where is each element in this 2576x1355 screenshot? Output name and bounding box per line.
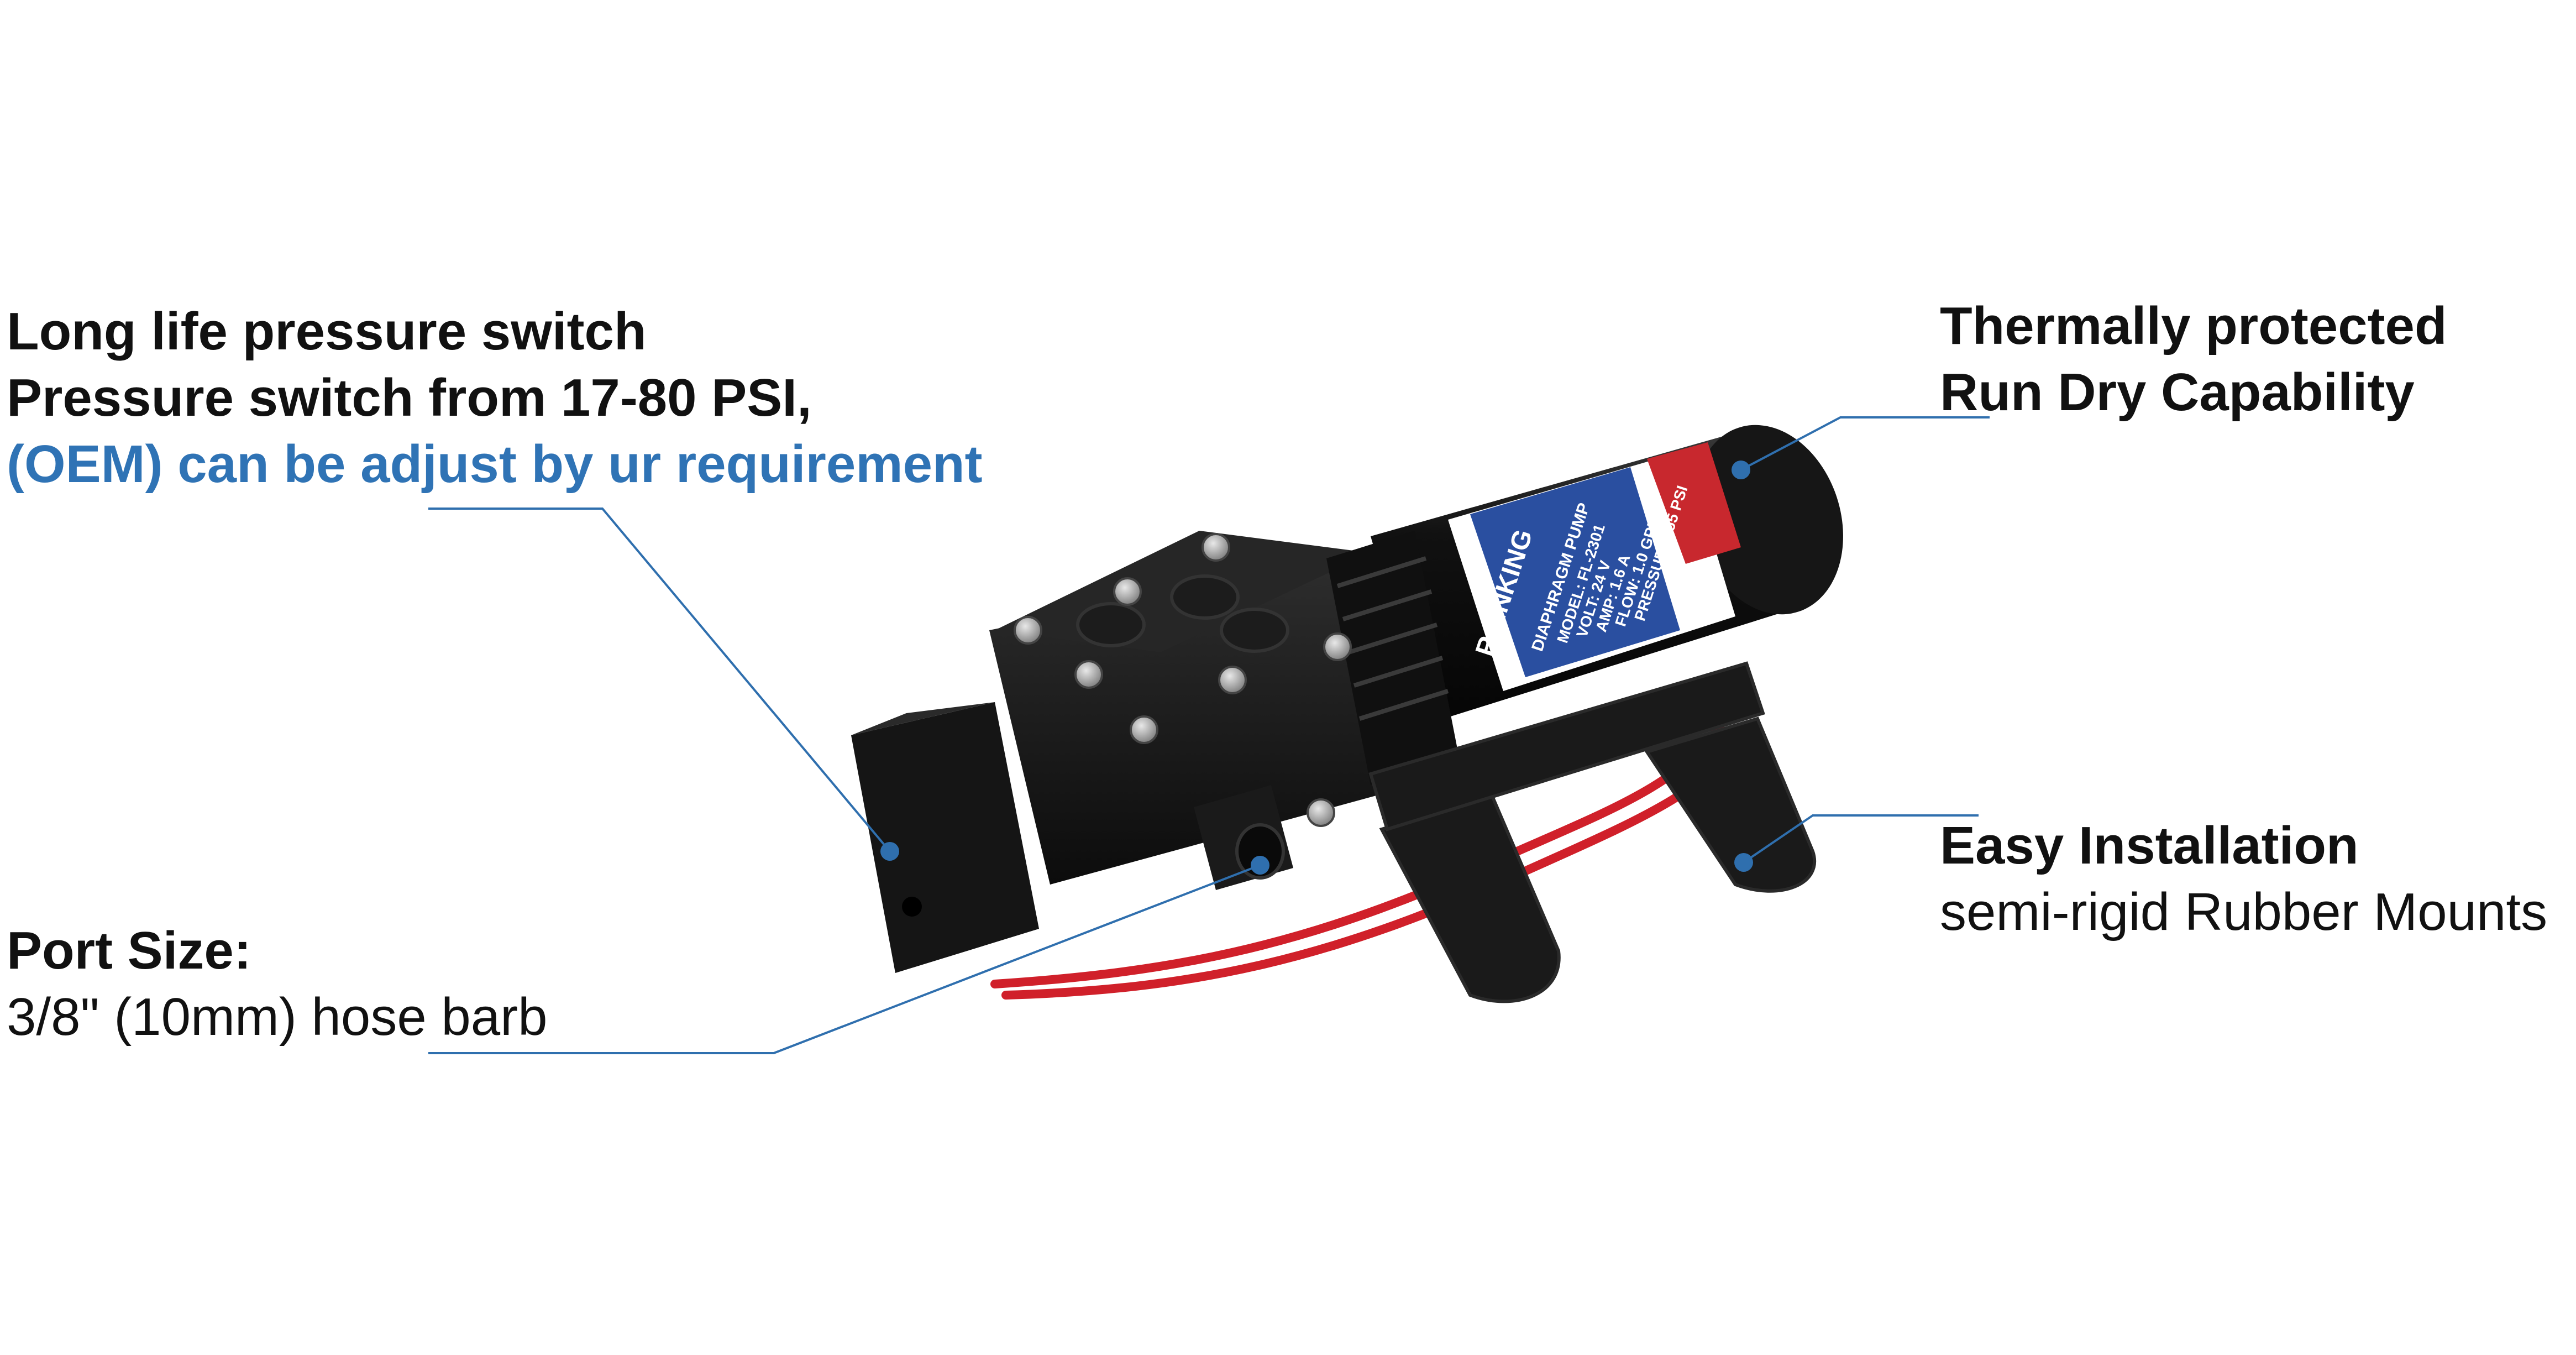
callout-dot-icon — [1251, 856, 1269, 875]
motor-housing: RAINKING DIAPHRAGM PUMP MODEL: FL-2301 V… — [1371, 425, 1843, 724]
callout-lines — [428, 416, 1990, 1054]
installation-heading: Easy Installation — [1940, 816, 2359, 875]
callout-dot-icon — [1732, 461, 1750, 479]
port-size-subtitle: 3/8" (10mm) hose barb — [7, 987, 548, 1047]
callout-dot-icon — [1734, 853, 1753, 872]
rubber-mounting-feet — [1368, 661, 1817, 1003]
valve-cap-icon — [1170, 574, 1240, 620]
pump-head — [989, 531, 1459, 885]
callout-dots — [880, 461, 1753, 875]
pressure-switch-heading-1: Long life pressure switch — [7, 302, 647, 361]
pressure-switch-heading-2: Pressure switch from 17-80 PSI, — [7, 368, 812, 427]
pressure-switch-oem-note: (OEM) can be adjust by ur requirement — [7, 435, 983, 494]
valve-cap-icon — [1220, 608, 1289, 653]
run-dry-heading: Run Dry Capability — [1940, 363, 2415, 422]
valve-cap-icon — [1076, 602, 1146, 647]
pressure-switch-housing — [851, 697, 1039, 973]
port-size-heading: Port Size: — [7, 921, 251, 980]
installation-subtitle: semi-rigid Rubber Mounts — [1940, 882, 2548, 941]
callout-dot-icon — [880, 842, 899, 861]
screw-heads — [1014, 533, 1352, 827]
thermal-protection-heading: Thermally protected — [1940, 296, 2447, 355]
